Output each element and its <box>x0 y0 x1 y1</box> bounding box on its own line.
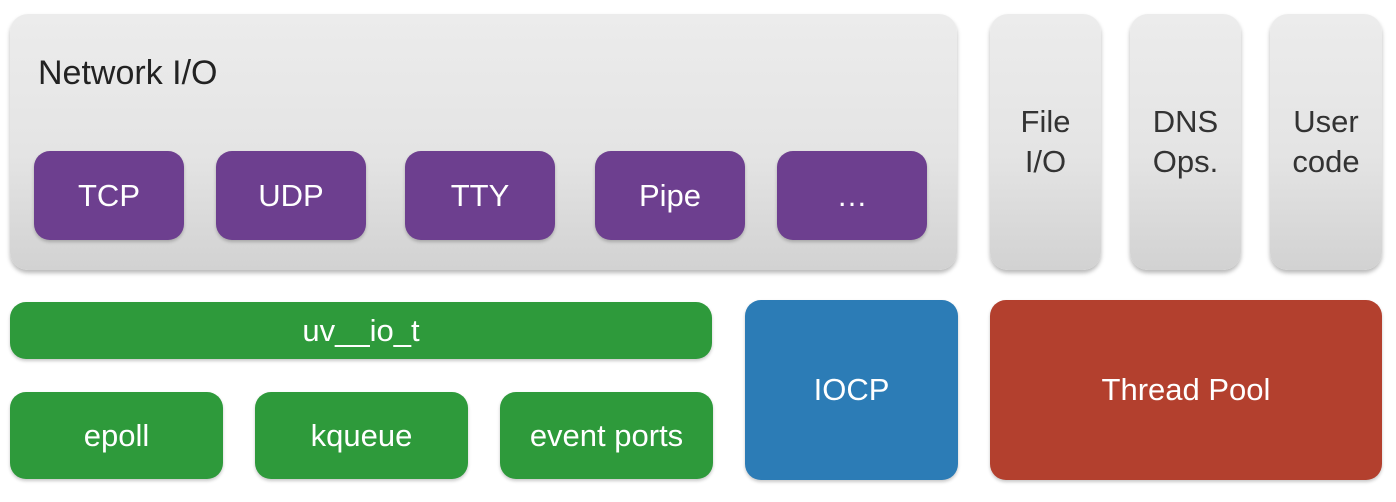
user-code-line1: User <box>1293 104 1359 139</box>
tcp-handle: TCP <box>34 151 184 240</box>
user-code-line2: code <box>1292 144 1360 179</box>
udp-label: UDP <box>258 177 324 213</box>
network-io-panel: Network I/O TCP UDP TTY Pipe … <box>10 14 957 270</box>
tty-handle: TTY <box>405 151 555 240</box>
tcp-label: TCP <box>78 177 140 213</box>
udp-handle: UDP <box>216 151 366 240</box>
uv-io-t-label: uv__io_t <box>302 312 420 348</box>
file-io-line2: I/O <box>1024 144 1067 179</box>
thread-pool-box: Thread Pool <box>990 300 1382 480</box>
iocp-box: IOCP <box>745 300 958 480</box>
file-io-line1: File <box>1020 104 1071 139</box>
epoll-box: epoll <box>10 392 223 479</box>
iocp-label: IOCP <box>813 372 890 407</box>
file-io-box: File I/O <box>990 14 1101 270</box>
pipe-handle: Pipe <box>595 151 745 240</box>
thread-pool-label: Thread Pool <box>1101 372 1271 407</box>
more-handles: … <box>777 151 927 240</box>
network-io-title: Network I/O <box>38 54 218 92</box>
pipe-label: Pipe <box>638 177 702 213</box>
uv-io-t-bar: uv__io_t <box>10 302 712 359</box>
event-ports-box: event ports <box>500 392 713 479</box>
dns-ops-line1: DNS <box>1152 104 1219 139</box>
more-label: … <box>836 177 868 213</box>
tty-label: TTY <box>450 177 510 213</box>
kqueue-box: kqueue <box>255 392 468 479</box>
kqueue-label: kqueue <box>310 417 413 453</box>
dns-ops-box: DNS Ops. <box>1130 14 1241 270</box>
epoll-label: epoll <box>83 417 150 453</box>
event-ports-label: event ports <box>529 417 684 453</box>
dns-ops-line2: Ops. <box>1152 144 1219 179</box>
user-code-box: User code <box>1270 14 1382 270</box>
